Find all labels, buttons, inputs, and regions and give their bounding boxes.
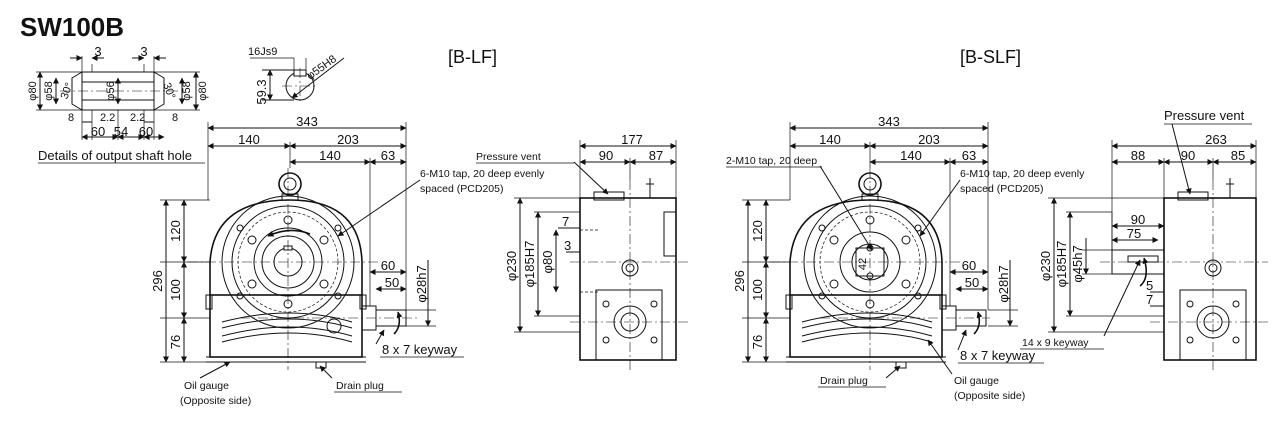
- keyway-width: 16Js9: [248, 46, 277, 58]
- blf-height-120: 120: [168, 220, 183, 242]
- blf-side-width: 177: [621, 132, 643, 147]
- bslf-side-85: 85: [1231, 148, 1245, 163]
- bslf-shaft-50: 50: [965, 275, 979, 290]
- shaft-top-dim-left: 3: [94, 44, 101, 59]
- blf-side-90: 90: [599, 148, 613, 163]
- blf-tap-note-2: spaced (PCD205): [420, 183, 503, 195]
- view-title-blf: [B-LF]: [448, 47, 497, 67]
- bslf-height-100: 100: [750, 279, 765, 301]
- bslf-shaft-60: 60: [962, 258, 976, 273]
- bslf-height-76: 76: [750, 335, 765, 349]
- bslf-height-296: 296: [732, 270, 747, 292]
- blf-height-296: 296: [150, 270, 165, 292]
- bslf-ext-7: 7: [1146, 292, 1153, 307]
- shaft-left-angle: 30°: [59, 81, 76, 101]
- shaft-right-dia-80: φ80: [197, 81, 209, 100]
- bslf-overall-width: 343: [878, 114, 900, 129]
- blf-side-view: 177 90 87 Pressure vent φ230 φ185H7 φ80 …: [476, 132, 690, 370]
- blf-overall-width: 343: [296, 114, 318, 129]
- bslf-side-90: 90: [1181, 148, 1195, 163]
- keyway-detail: 59.3 16Js9 φ55H8: [248, 46, 345, 105]
- bslf-keyway-note: 8 x 7 keyway: [960, 348, 1036, 363]
- blf-shaft-50: 50: [385, 275, 399, 290]
- bslf-dim-203: 203: [918, 132, 940, 147]
- blf-side-87: 87: [649, 148, 663, 163]
- shaft-small-2-2-right: 2.2: [130, 112, 145, 124]
- bslf-tap2-note: 2-M10 tap, 20 deep: [726, 155, 817, 167]
- blf-dim-63: 63: [381, 148, 395, 163]
- blf-side-dia-80: φ80: [540, 251, 555, 274]
- bslf-ext-90: 90: [1131, 212, 1145, 227]
- keyway-bore: φ55H8: [305, 53, 339, 82]
- shaft-right-dia-58: φ58: [181, 81, 193, 100]
- bslf-tap-note-1: 6-M10 tap, 20 deep evenly: [960, 168, 1085, 180]
- keyway-depth: 59.3: [254, 79, 269, 104]
- bslf-dim-140-c: 140: [900, 148, 922, 163]
- blf-height-100: 100: [168, 279, 183, 301]
- shaft-bottom-54: 54: [114, 124, 128, 139]
- model-title: SW100B: [20, 12, 124, 42]
- blf-side-3: 3: [564, 238, 571, 253]
- blf-dim-140-a: 140: [238, 132, 260, 147]
- bslf-oil-gauge-sub: (Opposite side): [954, 390, 1025, 402]
- bslf-pressure-vent: Pressure vent: [1164, 108, 1245, 123]
- shaft-left-dia-58: φ58: [43, 81, 55, 100]
- shaft-small-2-2-left: 2.2: [100, 112, 115, 124]
- shaft-center-dia: φ56: [105, 81, 117, 100]
- shaft-detail-caption: Details of output shaft hole: [38, 148, 192, 163]
- bslf-centre-42: 42: [857, 258, 869, 270]
- view-title-bslf: [B-SLF]: [960, 47, 1021, 67]
- bslf-dim-63: 63: [962, 148, 976, 163]
- blf-side-7: 7: [562, 214, 569, 229]
- bslf-side-88: 88: [1131, 148, 1145, 163]
- shaft-bottom-60-right: 60: [139, 124, 153, 139]
- blf-side-dia-185: φ185H7: [522, 241, 537, 288]
- bslf-side-dia-230: φ230: [1038, 251, 1053, 281]
- bslf-oil-gauge: Oil gauge: [954, 375, 999, 387]
- blf-tap-note-1: 6-M10 tap, 20 deep evenly: [420, 168, 545, 180]
- blf-height-76: 76: [168, 335, 183, 349]
- bslf-ext-75: 75: [1127, 226, 1141, 241]
- bslf-shaft-dia: φ28h7: [996, 265, 1011, 302]
- bslf-height-120: 120: [750, 220, 765, 242]
- blf-drain-plug: Drain plug: [336, 380, 384, 392]
- blf-shaft-60: 60: [381, 258, 395, 273]
- bslf-side-dia-185: φ185H7: [1054, 241, 1069, 288]
- bslf-front-view: 42 343 140 203 140 63 296 120 100 76 60 …: [726, 114, 1085, 402]
- blf-oil-gauge: Oil gauge: [184, 380, 229, 392]
- shaft-hole-detail: 3 3 φ80 φ58 30° φ56 30° φ58 φ80 8 2.2 2.…: [27, 44, 209, 164]
- blf-shaft-dia: φ28h7: [414, 265, 429, 302]
- bslf-dim-140-a: 140: [819, 132, 841, 147]
- blf-dim-203: 203: [337, 132, 359, 147]
- blf-oil-gauge-sub: (Opposite side): [180, 395, 251, 407]
- bslf-side-dia-45: φ45h7: [1070, 245, 1085, 282]
- shaft-small-8-left: 8: [68, 112, 74, 124]
- bslf-tap-note-2: spaced (PCD205): [960, 183, 1043, 195]
- bslf-drain-plug: Drain plug: [820, 375, 868, 387]
- blf-dim-140-c: 140: [319, 148, 341, 163]
- shaft-top-dim-right: 3: [140, 44, 147, 59]
- bslf-ext-5: 5: [1146, 278, 1153, 293]
- bslf-side-width: 263: [1205, 132, 1227, 147]
- blf-pressure-vent: Pressure vent: [476, 151, 541, 163]
- shaft-small-8-right: 8: [172, 112, 178, 124]
- shaft-right-angle: 30°: [160, 81, 177, 101]
- shaft-bottom-60-left: 60: [91, 124, 105, 139]
- blf-front-view: 343 140 203 140 63 296 120 100 76 60 50 …: [150, 114, 545, 407]
- bslf-side-keyway: 14 x 9 keyway: [1022, 337, 1089, 349]
- bslf-side-view: 263 88 90 85 Pressure vent 90 75 5 7 φ23…: [1020, 108, 1268, 370]
- blf-side-dia-230: φ230: [504, 251, 519, 281]
- shaft-left-dia-80: φ80: [27, 81, 39, 100]
- blf-keyway-note: 8 x 7 keyway: [382, 342, 458, 357]
